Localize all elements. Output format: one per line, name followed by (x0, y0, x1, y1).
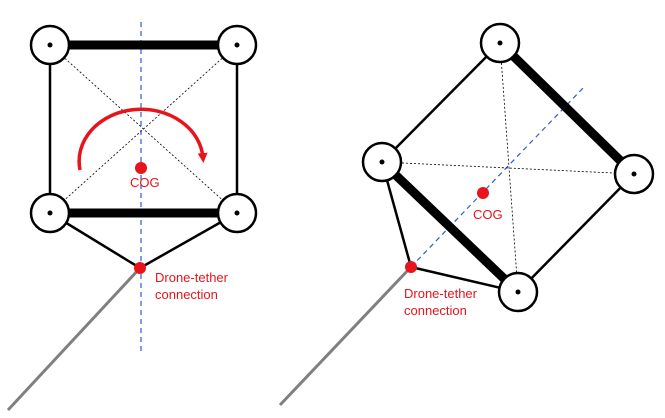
right-cog-label: COG (473, 207, 503, 222)
right-connection-label-line1: Drone-tether (404, 286, 478, 301)
right-connection-label-line2: connection (404, 303, 467, 318)
left-rotation-arrow-icon (77, 107, 208, 171)
right-frame-bottom-right (517, 173, 635, 293)
right-frame-top-right (496, 39, 638, 178)
left-rotor-bottom-left-icon (29, 192, 71, 234)
right-axis-line (410, 85, 586, 268)
left-rotor-top-left-icon (29, 24, 71, 66)
right-cog-marker (477, 187, 489, 199)
right-rotor-right-icon (613, 153, 655, 195)
left-cog-marker (135, 162, 147, 174)
left-connection-label-line1: Drone-tether (155, 270, 229, 285)
left-connection-label-line2: connection (155, 287, 218, 302)
right-diagonal-1 (499, 42, 519, 293)
right-connection-marker (405, 261, 417, 273)
right-frame-top-left (381, 42, 501, 163)
right-tether-line (278, 265, 413, 407)
right-diagonal-2 (381, 161, 635, 175)
right-rotor-left-icon (361, 141, 403, 183)
left-connection-marker (134, 262, 146, 274)
left-cog-label: COG (130, 175, 160, 190)
left-rotor-bottom-right-icon (216, 192, 258, 234)
right-frame-bottom-left (378, 158, 522, 296)
right-diagram: COG Drone-tether connection (278, 22, 655, 407)
left-diagonal-2 (49, 44, 238, 214)
right-rotor-top-icon (479, 22, 521, 64)
left-tether-line (6, 266, 142, 412)
left-diagram: COG Drone-tether connection (6, 22, 258, 412)
left-rotor-top-right-icon (216, 24, 258, 66)
right-rotor-bottom-icon (497, 271, 539, 313)
